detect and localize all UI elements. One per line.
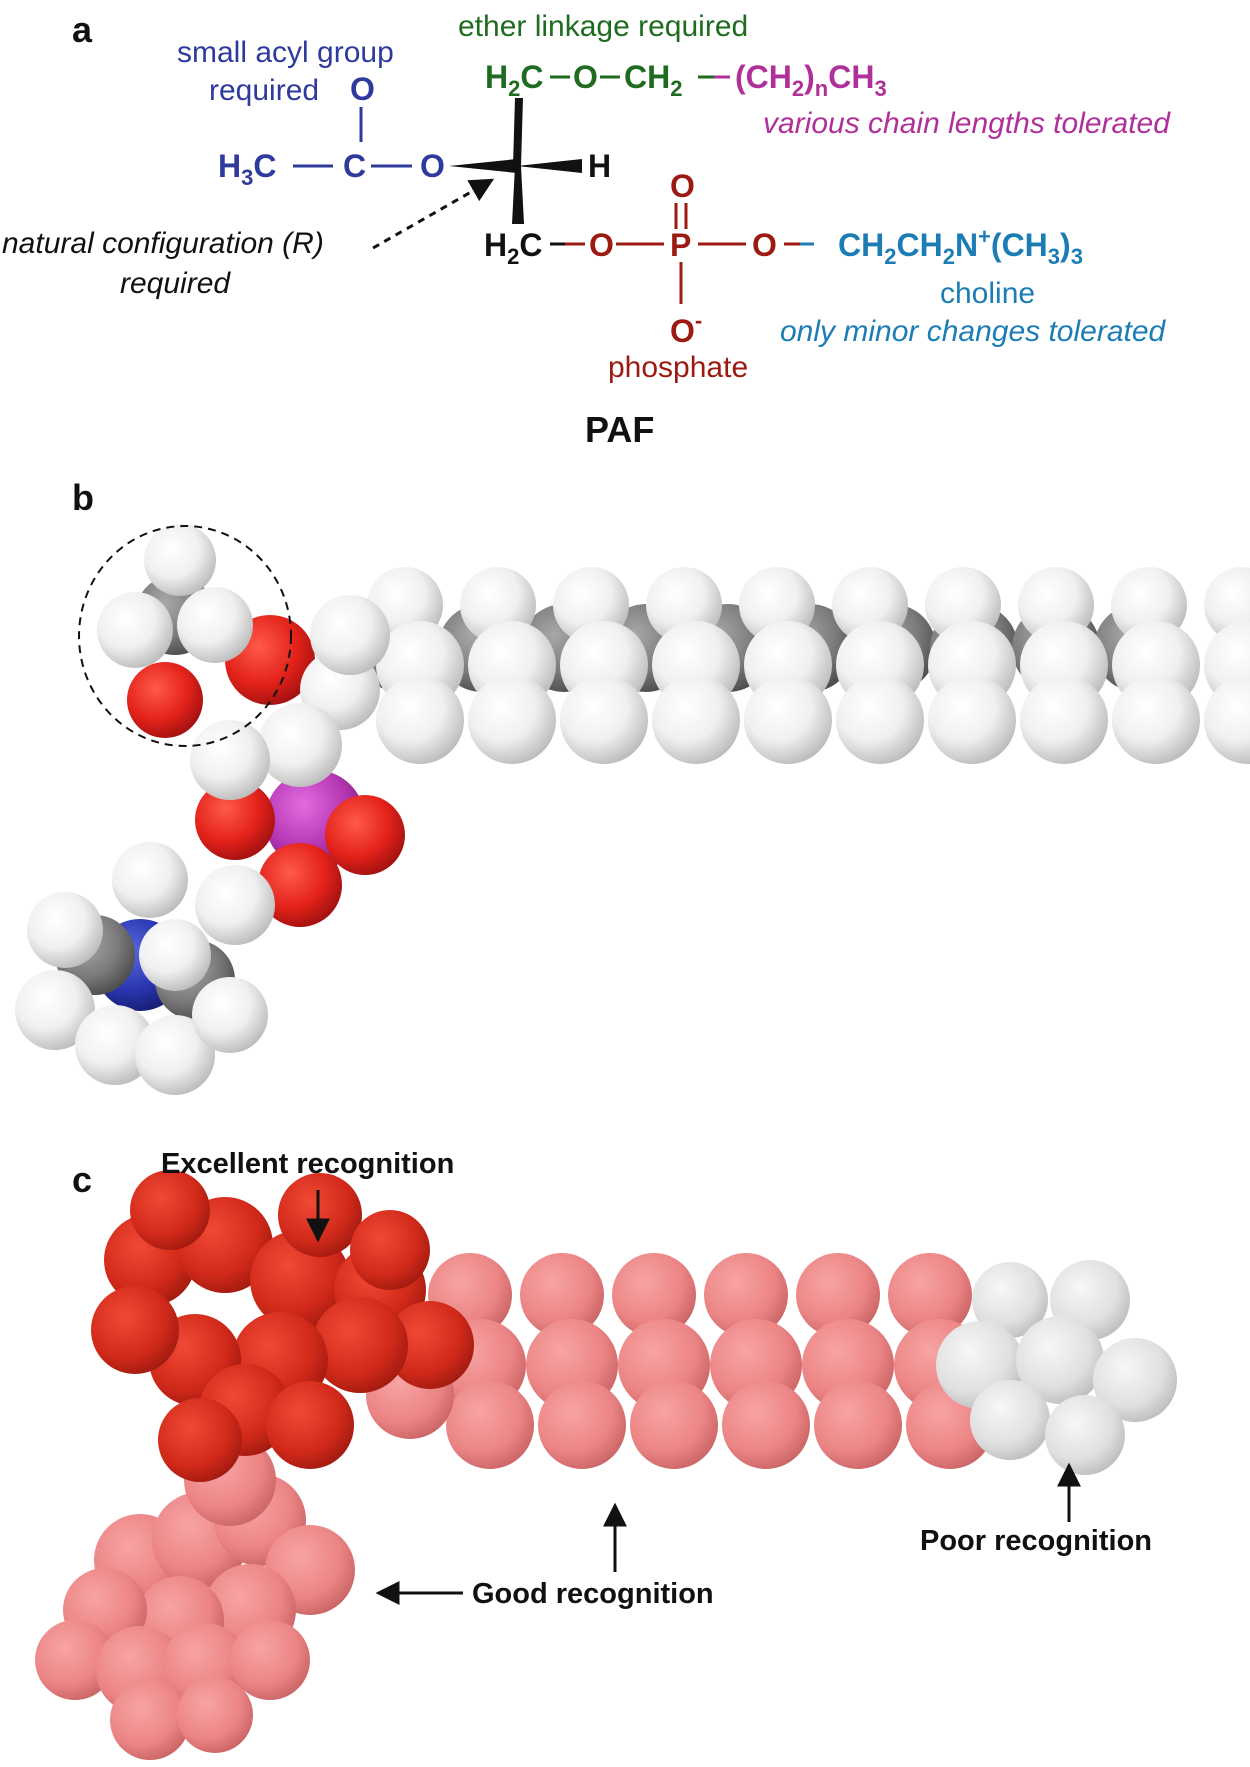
hydrogen-atom xyxy=(190,720,270,800)
wedge-bond-h xyxy=(517,159,582,173)
configuration-label-1: natural configuration (R) xyxy=(2,227,324,260)
poor-recognition-atom xyxy=(1093,1338,1177,1422)
good-recognition-atom xyxy=(704,1253,788,1337)
phos-o2-atom: O xyxy=(752,227,777,263)
chain-length-label: various chain lengths tolerated xyxy=(763,107,1171,140)
hydrogen-atom xyxy=(144,524,216,596)
choline-note-label: only minor changes tolerated xyxy=(780,315,1167,348)
hydrogen-atom xyxy=(27,892,103,968)
excellent-recognition-atom xyxy=(312,1297,408,1393)
good-recognition-atom xyxy=(110,1680,190,1760)
configuration-label-2: required xyxy=(120,267,231,300)
panel-c: c Excellent recognition Good recognition… xyxy=(35,1148,1177,1760)
hydrogen-atom xyxy=(1020,676,1108,764)
hydrogen-atom xyxy=(468,676,556,764)
good-recognition-atom xyxy=(612,1253,696,1337)
hydrogen-atom xyxy=(75,1005,155,1085)
oxygen-atom xyxy=(127,662,203,738)
ether-ch2-atom: CH2 xyxy=(624,59,682,101)
good-recognition-atom xyxy=(35,1620,115,1700)
ester-o-atom: O xyxy=(420,148,445,184)
panel-a: a ether linkage required small acyl grou… xyxy=(2,9,1171,450)
excellent-recognition-atom xyxy=(350,1210,430,1290)
good-recognition-atom xyxy=(177,1677,253,1753)
phos-o-top-atom: O xyxy=(670,168,695,204)
oxygen-atom xyxy=(195,780,275,860)
carbonyl-c-atom: C xyxy=(343,148,366,184)
excellent-recognition-atom xyxy=(91,1286,179,1374)
acyl-highlight-circle xyxy=(78,525,292,747)
good-recognition-atom xyxy=(796,1253,880,1337)
panel-letter-c: c xyxy=(72,1159,92,1200)
hydrogen-atom xyxy=(1204,676,1250,764)
hydrogen-atom xyxy=(744,676,832,764)
carbonyl-o-atom: O xyxy=(350,71,375,107)
phos-o1-atom: O xyxy=(589,227,614,263)
ether-linkage-label: ether linkage required xyxy=(458,10,748,43)
hydrogen-atom xyxy=(376,676,464,764)
excellent-recognition-atom xyxy=(278,1173,362,1257)
phos-o-minus-atom: O- xyxy=(670,308,702,349)
poor-recognition-atom xyxy=(972,1262,1048,1338)
good-recognition-atom xyxy=(630,1381,718,1469)
wedge-bond-bottom xyxy=(512,166,524,224)
good-recognition-atom xyxy=(722,1381,810,1469)
poor-recognition-atom xyxy=(1045,1395,1125,1475)
good-recognition-atom xyxy=(446,1381,534,1469)
panel-b: b xyxy=(15,477,1250,1095)
excellent-recognition-atom xyxy=(130,1170,210,1250)
excellent-recognition-atom xyxy=(266,1381,354,1469)
ether-o-atom: O xyxy=(573,59,598,95)
configuration-arrow xyxy=(372,178,495,250)
poor-recognition-atom xyxy=(970,1380,1050,1460)
hydrogen-atom xyxy=(310,595,390,675)
wedge-bond-o xyxy=(449,159,517,173)
excellent-recognition-label: Excellent recognition xyxy=(161,1148,454,1180)
good-recognition-atom xyxy=(520,1253,604,1337)
oxygen-atom xyxy=(258,843,342,927)
excellent-recognition-atom xyxy=(158,1398,242,1482)
poor-recognition-label: Poor recognition xyxy=(920,1525,1152,1557)
hydrogen-atom xyxy=(15,970,95,1050)
hydrogen-atom xyxy=(652,676,740,764)
recognition-model xyxy=(35,1170,1177,1760)
phos-p-atom: P xyxy=(670,227,691,263)
hydrogen-atom xyxy=(928,676,1016,764)
panel-letter-b: b xyxy=(72,477,94,518)
hydrogen-atom xyxy=(112,842,188,918)
hydrogen-atom xyxy=(177,587,253,663)
acyl-group-label-2: required xyxy=(209,74,319,107)
molecule-name: PAF xyxy=(585,409,654,450)
stereo-h-atom: H xyxy=(588,148,611,184)
choline-label: choline xyxy=(940,277,1035,310)
chain-atom: (CH2)nCH3 xyxy=(735,59,887,101)
good-recognition-atom xyxy=(538,1381,626,1469)
hydrogen-atom xyxy=(258,703,342,787)
good-recognition-atom xyxy=(814,1381,902,1469)
hydrogen-atom xyxy=(195,865,275,945)
hydrogen-atom xyxy=(97,592,173,668)
hydrogen-atom xyxy=(139,919,211,991)
top-ch2-atom: H2C xyxy=(485,59,543,101)
hydrogen-atom xyxy=(836,676,924,764)
wedge-bond-top xyxy=(513,98,523,166)
oxygen-atom xyxy=(325,795,405,875)
methyl-atom: H3C xyxy=(218,148,276,190)
hydrogen-atom xyxy=(192,977,268,1053)
bottom-ch2-atom: H2C xyxy=(484,227,542,269)
phosphate-label: phosphate xyxy=(608,351,748,384)
hydrogen-atom xyxy=(135,1015,215,1095)
good-recognition-label: Good recognition xyxy=(472,1578,714,1610)
panel-letter-a: a xyxy=(72,9,93,50)
choline-group-atom: CH2CH2N+(CH3)3 xyxy=(838,224,1083,269)
poor-recognition-atom xyxy=(1016,1316,1104,1404)
good-recognition-atom xyxy=(230,1620,310,1700)
excellent-recognition-atom xyxy=(386,1301,474,1389)
acyl-group-label-1: small acyl group xyxy=(177,36,394,69)
good-recognition-atom xyxy=(888,1253,972,1337)
hydrogen-atom xyxy=(1112,676,1200,764)
hydrogen-atom xyxy=(560,676,648,764)
space-filling-model xyxy=(15,524,1250,1095)
